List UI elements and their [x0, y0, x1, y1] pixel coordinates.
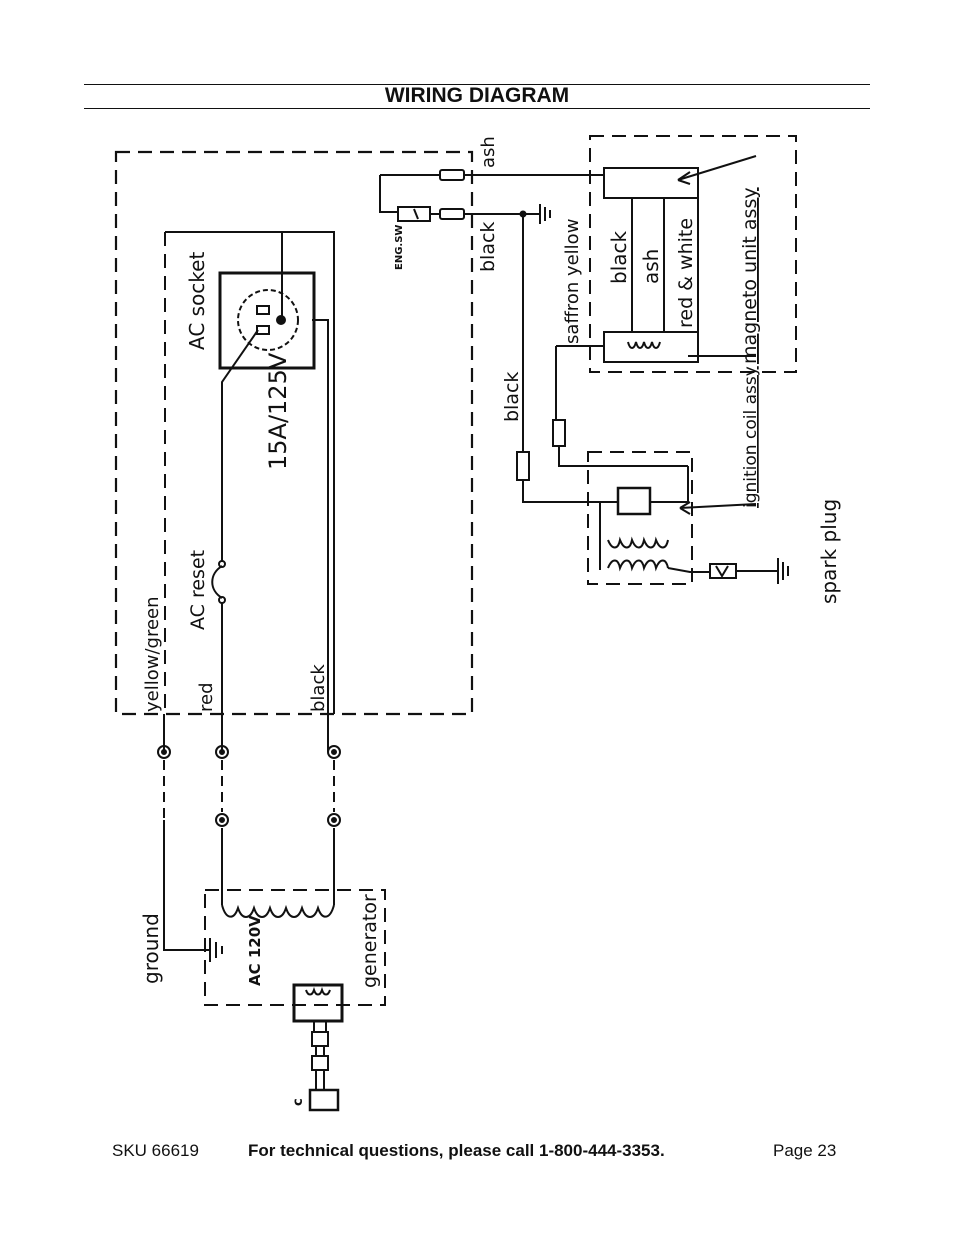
ash-connector — [439, 169, 465, 181]
label-ash-top: ash — [478, 136, 499, 168]
ac-socket-slot-bottom — [256, 325, 270, 335]
label-magneto-red-white: red & white — [675, 218, 697, 328]
magneto-pointer-top-head — [677, 171, 691, 185]
connector-row-2 — [215, 813, 341, 827]
label-eng-sw: ENG.SW — [394, 225, 405, 270]
label-yellow-green: yellow/green — [142, 596, 163, 712]
footer-support-phone: For technical questions, please call 1-8… — [248, 1141, 665, 1160]
generator-leads — [313, 1021, 327, 1032]
ignition-coil-core — [616, 486, 652, 516]
generator-leads-2 — [315, 1046, 325, 1056]
label-rating: 15A/125V — [264, 352, 292, 470]
label-magneto-unit: magneto unit assy — [739, 187, 761, 364]
ignition-pointer-head — [679, 501, 691, 515]
label-ac-socket: AC socket — [185, 252, 209, 350]
label-ac-reset: AC reset — [187, 550, 209, 630]
black-coil-connector — [516, 451, 530, 481]
footer-sku: SKU 66619 — [112, 1141, 199, 1160]
control-box-outline — [114, 150, 474, 716]
wire-switch-loop — [379, 175, 398, 213]
ignition-primary-winding — [607, 536, 669, 549]
ac-reset-arc — [211, 565, 223, 599]
ignition-coil-wire — [650, 466, 689, 503]
wire-ground — [163, 820, 210, 951]
ignition-pointer — [679, 503, 757, 509]
generator-winding — [221, 904, 335, 918]
connector-row-1 — [157, 745, 341, 759]
eng-switch-lever — [413, 208, 419, 220]
spark-plug-ground — [736, 558, 789, 584]
ignition-secondary-winding — [607, 559, 669, 572]
magneto-top-block — [603, 167, 699, 199]
generator-leads-3 — [315, 1070, 325, 1090]
header-rule-top — [84, 84, 870, 85]
label-red: red — [196, 682, 217, 712]
generator-connector-b — [311, 1055, 329, 1071]
wire-black-main — [312, 319, 329, 752]
generator-coil-block — [292, 983, 344, 1023]
spark-plug-gap — [715, 565, 729, 578]
footer-page-number: Page 23 — [773, 1141, 837, 1160]
wire-red-upper — [221, 329, 259, 562]
magneto-pointer-top — [677, 155, 757, 181]
wire-spark-plug — [667, 567, 710, 573]
generator-plug — [308, 1088, 340, 1112]
label-spark-plug: spark plug — [817, 499, 841, 604]
ignition-coil-outline — [587, 451, 693, 585]
label-ac-120v: AC 120V — [246, 915, 264, 986]
magneto-outline — [589, 135, 797, 373]
black-connector — [439, 208, 465, 220]
ac-socket-slot-top — [256, 305, 270, 315]
wire-black-to-coil — [522, 480, 618, 503]
magneto-wires — [631, 198, 699, 332]
ground-symbol — [209, 938, 223, 962]
generator-connector-a — [311, 1031, 329, 1047]
label-ground: ground — [139, 913, 163, 984]
label-ignition-coil: ignition coil assy — [741, 366, 761, 508]
wire-saffron-to-coil — [558, 446, 688, 467]
header-rule-bottom — [84, 108, 870, 109]
label-black-coil: black — [501, 372, 523, 422]
label-c: c — [291, 1098, 306, 1106]
label-black-switch: black — [477, 222, 499, 272]
label-magneto-ash: ash — [639, 249, 663, 284]
label-generator: generator — [359, 894, 381, 988]
generator-coil-winding — [305, 986, 331, 996]
page-title: WIRING DIAGRAM — [384, 84, 570, 107]
ground-symbol-top — [532, 204, 551, 224]
label-magneto-black: black — [607, 230, 631, 284]
generator-outline — [204, 889, 386, 1006]
saffron-connector — [552, 419, 566, 447]
magneto-coil — [627, 341, 661, 349]
panel-outline — [165, 231, 335, 714]
label-saffron-yellow: saffron yellow — [562, 219, 583, 344]
label-black-main: black — [308, 664, 329, 712]
ac-socket-face — [237, 289, 299, 351]
